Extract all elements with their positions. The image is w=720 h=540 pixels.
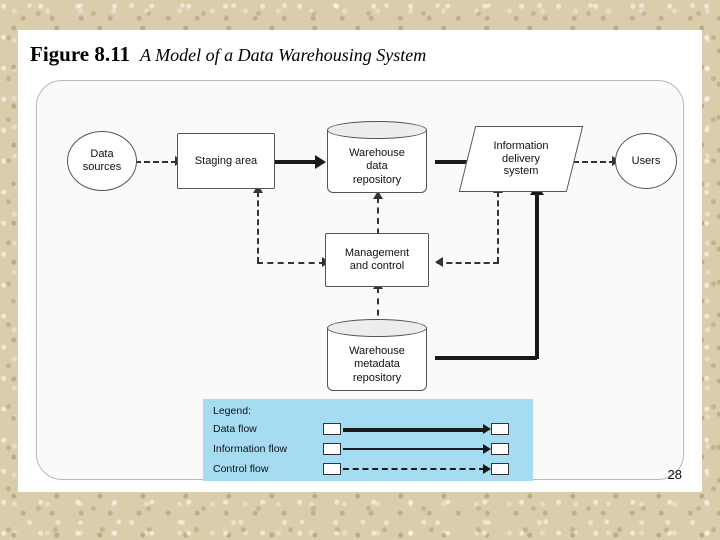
connector-mgmt-to-warehouse <box>377 197 379 245</box>
page-number: 28 <box>667 467 682 482</box>
node-data-sources-label: Data sources <box>82 148 122 173</box>
connector-warehouse-to-delivery <box>435 160 477 164</box>
legend-line-data-flow <box>343 428 485 432</box>
legend-title: Legend: <box>213 405 251 417</box>
connector-metadata-to-delivery-vertical <box>535 193 539 359</box>
cylinder-top <box>327 121 427 139</box>
node-staging-area-label: Staging area <box>194 154 258 167</box>
connector-mgmt-to-delivery-horizontal <box>437 262 499 264</box>
legend-label-information-flow: Information flow <box>213 443 288 455</box>
legend: Legend: Data flow Information flow <box>203 399 533 481</box>
arrowhead-warehouse-in <box>315 155 326 169</box>
node-management-and-control[interactable]: Management and control <box>325 233 429 287</box>
slide-canvas: Figure 8.11 A Model of a Data Warehousin… <box>18 30 702 492</box>
legend-box-end <box>491 463 509 475</box>
legend-box-end <box>491 443 509 455</box>
cylinder-body <box>327 328 427 391</box>
figure-title: A Model of a Data Warehousing System <box>139 45 427 65</box>
diagram-canvas: Data sources Staging area Warehouse data… <box>37 81 683 481</box>
legend-label-control-flow: Control flow <box>213 463 269 475</box>
legend-label-data-flow: Data flow <box>213 423 257 435</box>
connector-mgmt-to-staging-horizontal <box>257 262 325 264</box>
node-warehouse-metadata-repository-label: Warehouse metadata repository <box>349 345 405 384</box>
legend-row-information-flow: Information flow <box>213 443 523 457</box>
legend-box-start <box>323 463 341 475</box>
cylinder-top <box>327 319 427 337</box>
legend-box-start <box>323 423 341 435</box>
legend-box-start <box>323 443 341 455</box>
connector-mgmt-to-staging-vertical <box>257 191 259 263</box>
legend-arrowhead-information-flow <box>483 444 491 454</box>
figure-number: Figure 8.11 <box>30 42 130 66</box>
node-information-delivery-system-label: Information delivery system <box>493 139 549 178</box>
node-information-delivery-system[interactable]: Information delivery system <box>458 126 584 192</box>
figure-frame: Data sources Staging area Warehouse data… <box>36 80 684 481</box>
connector-delivery-to-users <box>573 161 615 163</box>
node-warehouse-metadata-repository[interactable]: Warehouse metadata repository <box>327 319 427 391</box>
node-users-label: Users <box>631 154 661 167</box>
arrowhead-warehouse-bottom-in <box>373 191 383 199</box>
slide-title: Figure 8.11 A Model of a Data Warehousin… <box>30 42 426 67</box>
connector-staging-to-warehouse <box>273 160 317 164</box>
connector-metadata-to-mgmt <box>377 287 379 327</box>
legend-arrowhead-control-flow <box>483 464 491 474</box>
legend-arrowhead-data-flow <box>483 424 491 434</box>
node-users[interactable]: Users <box>615 133 677 189</box>
node-warehouse-data-repository-label: Warehouse data repository <box>349 147 405 186</box>
connector-metadata-to-delivery-horizontal <box>435 356 537 360</box>
node-warehouse-data-repository[interactable]: Warehouse data repository <box>327 121 427 193</box>
legend-line-control-flow <box>343 468 485 470</box>
connector-data-sources-to-staging <box>135 161 177 163</box>
arrowhead-staging-bottom-in <box>253 185 263 193</box>
legend-row-data-flow: Data flow <box>213 423 523 437</box>
legend-line-information-flow <box>343 448 485 450</box>
node-management-and-control-label: Management and control <box>344 247 410 272</box>
legend-box-end <box>491 423 509 435</box>
legend-row-control-flow: Control flow <box>213 463 523 477</box>
cylinder-body <box>327 130 427 193</box>
connector-mgmt-to-delivery-vertical <box>497 191 499 263</box>
node-data-sources[interactable]: Data sources <box>67 131 137 191</box>
node-staging-area[interactable]: Staging area <box>177 133 275 189</box>
arrowhead-mgmt-right-in <box>435 257 443 267</box>
